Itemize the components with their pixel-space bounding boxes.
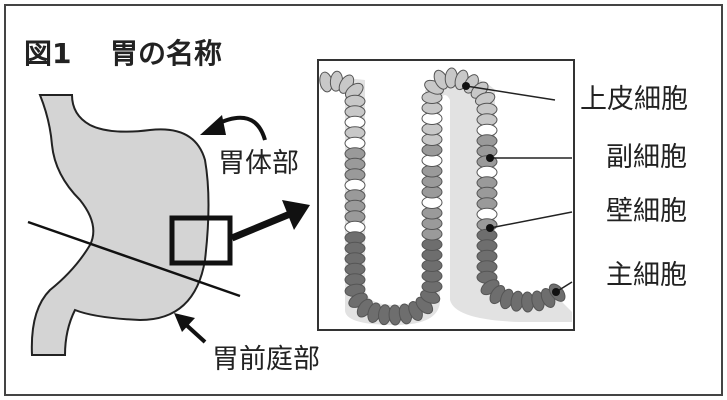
label-leaders <box>462 82 573 296</box>
label-chief-cell: 主細胞 <box>606 260 687 291</box>
figure-number: 図1 <box>24 37 72 70</box>
arrow-to-detail <box>230 200 310 242</box>
label-stomach-body: 胃体部 <box>218 148 299 179</box>
label-epithelial-cell: 上皮細胞 <box>580 84 688 115</box>
label-stomach-antrum: 胃前庭部 <box>212 344 320 375</box>
label-accessory-cell: 副細胞 <box>606 142 687 173</box>
division-line <box>27 220 241 298</box>
curved-arrow-body <box>200 115 267 141</box>
stomach-shape <box>30 94 210 356</box>
gland-cells <box>319 67 566 326</box>
arrow-antrum <box>174 313 207 344</box>
figure-title: 胃の名称 <box>110 37 223 70</box>
zoom-box <box>169 215 233 266</box>
label-parietal-cell: 壁細胞 <box>606 196 687 227</box>
